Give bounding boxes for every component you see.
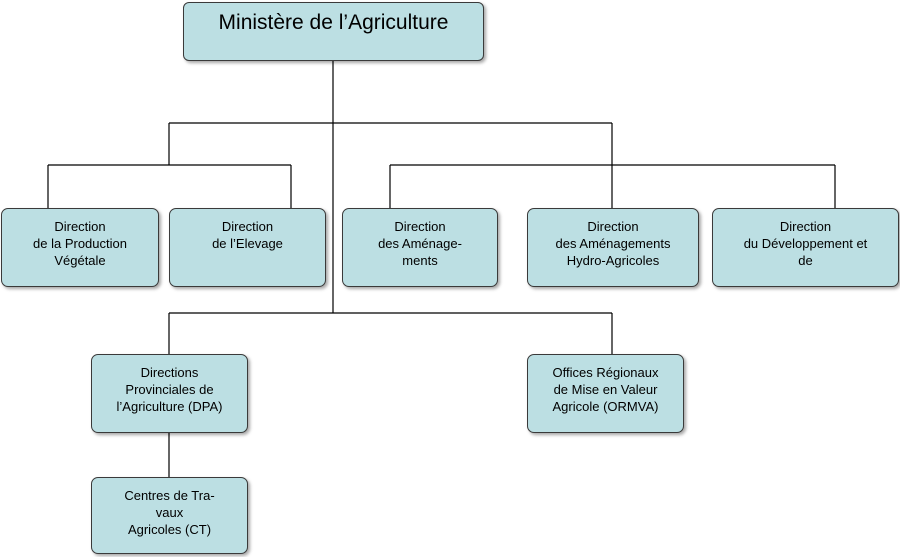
node-direction-amenagements[interactable]: Direction des Aménage- ments <box>342 208 498 287</box>
node-direction-amenagements-hydro-agricoles[interactable]: Direction des Aménagements Hydro-Agricol… <box>527 208 699 287</box>
node-label: vaux <box>155 505 184 520</box>
node-directions-provinciales[interactable]: Directions Provinciales de l’Agriculture… <box>91 354 248 433</box>
node-label: de l’Elevage <box>212 236 283 251</box>
node-direction-production-vegetale[interactable]: Direction de la Production Végétale <box>1 208 159 287</box>
node-label: Direction <box>587 219 639 234</box>
node-label: Centres de Tra- <box>124 488 215 503</box>
node-label: Ministère de l’Agriculture <box>218 11 449 34</box>
node-label: de la Production <box>33 236 127 251</box>
node-label: Directions <box>140 365 199 380</box>
node-centres-travaux-agricoles[interactable]: Centres de Tra- vaux Agricoles (CT) <box>91 477 248 554</box>
node-label: Agricole (ORMVA) <box>552 399 659 414</box>
node-label: de <box>798 253 813 268</box>
node-label: Offices Régionaux <box>552 365 659 380</box>
node-label: ments <box>402 253 438 268</box>
node-ministere[interactable]: Ministère de l’Agriculture <box>183 2 484 61</box>
node-label: Végétale <box>54 253 106 268</box>
node-label: Direction <box>779 219 832 234</box>
node-label: Agricoles (CT) <box>127 522 212 537</box>
node-label: Provinciales de <box>125 382 214 397</box>
node-label: des Aménage- <box>378 236 462 251</box>
node-direction-elevage[interactable]: Direction de l’Elevage <box>169 208 326 287</box>
node-label: Direction <box>221 219 274 234</box>
node-direction-developpement[interactable]: Direction du Développement et de <box>712 208 899 287</box>
node-label: du Développement et <box>743 236 868 251</box>
node-label: de Mise en Valeur <box>553 382 658 397</box>
node-label: l’Agriculture (DPA) <box>116 399 223 414</box>
node-label: des Aménagements <box>555 236 671 251</box>
node-label: Direction <box>54 219 106 234</box>
node-offices-regionaux[interactable]: Offices Régionaux de Mise en Valeur Agri… <box>527 354 684 433</box>
node-label: Direction <box>394 219 446 234</box>
node-label: Hydro-Agricoles <box>566 253 660 268</box>
